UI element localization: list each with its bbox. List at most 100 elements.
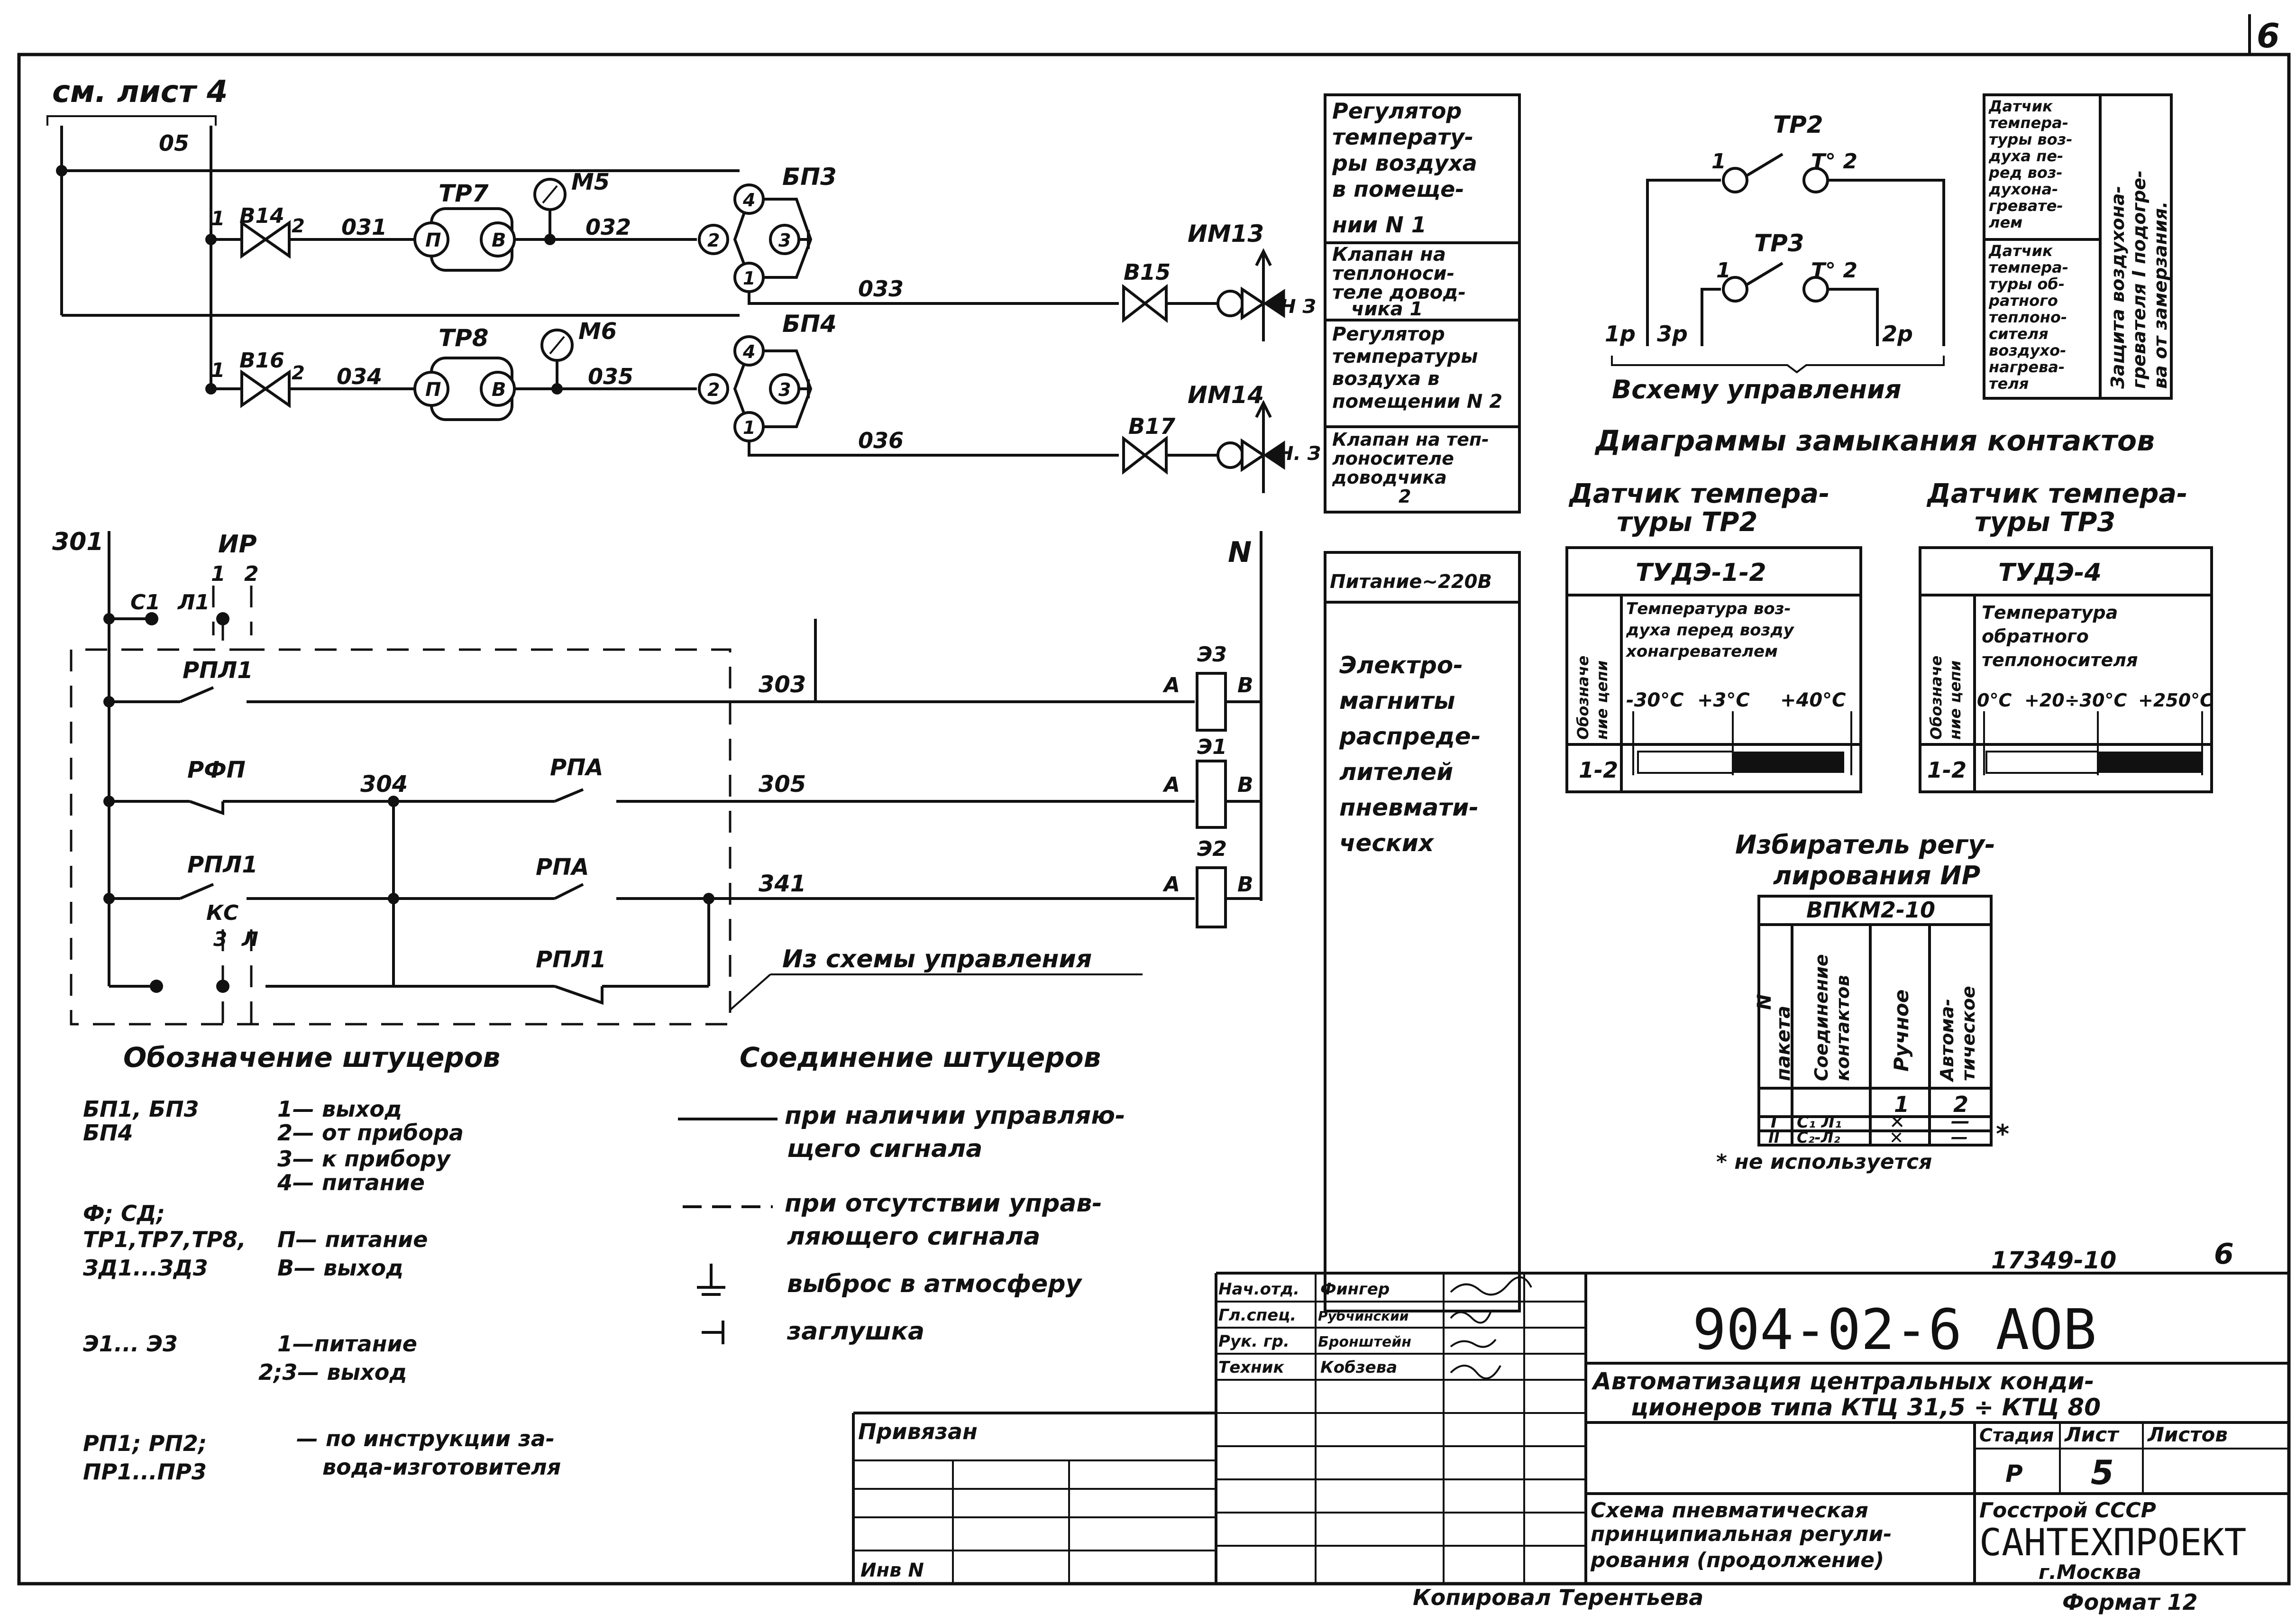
- electrical-diagram: 301 ИР 1 2 N С1 Л1 РПЛ1 303 РФП 304 РПА …: [52, 528, 1262, 1026]
- port-p2: П: [425, 379, 441, 401]
- title-block: 17349-10 6 Привязан Инв N Нач.отд. Финге…: [852, 1238, 2289, 1615]
- power-title: Питание~220В: [1330, 571, 1492, 593]
- sheet-ref: 6: [2257, 17, 2280, 55]
- sheets-h: Листов: [2147, 1423, 2228, 1446]
- rpl1a-label: РПЛ1: [183, 657, 253, 684]
- selector-model: ВПКМ2-10: [1806, 897, 1935, 923]
- wire-303: 303: [759, 671, 806, 698]
- coil-e2: [1196, 866, 1227, 928]
- org1: Госстрой СССР: [1979, 1498, 2156, 1523]
- port-2-label: 2: [292, 215, 305, 237]
- port-1b-label: 1: [211, 358, 225, 382]
- conn-title: Соединение штуцеров: [740, 1041, 1101, 1073]
- sel-note: * не используется: [1716, 1150, 1932, 1174]
- sel-c2: 2: [1953, 1092, 1968, 1117]
- contact-title: Диаграммы замыкания контактов: [1594, 424, 2155, 458]
- im13-nz-label: Н З: [1280, 296, 1316, 318]
- from-control-label: Из схемы управления: [782, 945, 1092, 973]
- t1-bar-open: [1637, 751, 1734, 774]
- t2-bar-closed: [2098, 752, 2202, 773]
- ks-label: КС: [206, 901, 238, 925]
- fit-r10a: РП1; РП2;: [83, 1431, 207, 1456]
- t2-bar-open: [1985, 751, 2099, 774]
- ks-l: Л: [241, 927, 258, 951]
- role3: Рук. гр.: [1218, 1332, 1290, 1351]
- sel-r1-a: —: [1951, 1110, 1970, 1132]
- wire-301: 301: [52, 528, 104, 556]
- t2-model: ТУДЭ-4: [1998, 559, 2102, 587]
- tp2-label: ТР2: [1773, 111, 1823, 138]
- e3-label: Э3: [1197, 642, 1227, 667]
- vent-icon: [697, 1264, 725, 1296]
- port-v: В: [492, 229, 506, 251]
- fittings-title: Обозначение штуцеров: [123, 1041, 500, 1073]
- fit-r11a: ПР1...ПР3: [83, 1459, 207, 1485]
- t1-row: 1-2: [1579, 757, 1618, 783]
- im14-label: ИМ14: [1188, 381, 1264, 409]
- im14-nz-label: Н. З: [1278, 443, 1321, 465]
- tp-2p: 2р: [1882, 321, 1913, 347]
- wire-031: 031: [341, 214, 387, 240]
- fit-r2a: БП4: [83, 1120, 133, 1146]
- stage-h: Стадия: [1979, 1425, 2054, 1446]
- bp3-label: БП3: [782, 163, 837, 191]
- t2-row: 1-2: [1927, 757, 1967, 783]
- m6-label: М6: [578, 318, 617, 345]
- c1-label: С1: [130, 590, 160, 615]
- sheet-h: Лист: [2064, 1423, 2120, 1446]
- legend-connections: Соединение штуцеров при наличии управляю…: [678, 1041, 1125, 1346]
- t1-bar-closed: [1733, 752, 1844, 773]
- doc-num: 17349-10: [1991, 1247, 2116, 1274]
- bp4-port2: 2: [707, 379, 720, 400]
- legend-fittings: Обозначение штуцеров БП1, БП3 1— выход Б…: [82, 1041, 561, 1485]
- conn-solid: при наличии управляю-щего сигнала: [785, 1101, 1125, 1163]
- t1-model: ТУДЭ-1-2: [1636, 559, 1766, 587]
- fit-r5a: Ф; СД;: [83, 1201, 165, 1226]
- sensor2-title: Датчик темпера-туры ТР3: [1926, 478, 2187, 538]
- ks-3: 3: [213, 927, 227, 951]
- e3-a: А: [1162, 673, 1180, 697]
- sheet-val: 5: [2091, 1453, 2114, 1492]
- sel-r1-m: ✕: [1889, 1111, 1905, 1133]
- sel-h2: Соединениеконтактов: [1811, 954, 1853, 1081]
- sel-r2-n: II: [1768, 1129, 1780, 1147]
- bp3-port4: 4: [742, 190, 755, 211]
- bound-label: Привязан: [858, 1419, 978, 1444]
- contact-diagrams: Диаграммы замыкания контактов Датчик тем…: [1565, 424, 2213, 793]
- sel-h1: Nпакета: [1754, 994, 1794, 1081]
- tp2-c1: 1: [1711, 149, 1726, 174]
- name2: Рубчинский: [1318, 1308, 1409, 1324]
- project-title: Автоматизация центральных конди-ционеров…: [1591, 1367, 2101, 1421]
- conn-dashed: при отсутствии управ-ляющего сигнала: [785, 1189, 1102, 1251]
- e2-a: А: [1162, 872, 1180, 897]
- fit-r10b: — по инструкции за-: [296, 1426, 555, 1451]
- conn-vent: выброс в атмосферу: [787, 1270, 1082, 1298]
- sel-r1-n: I: [1771, 1112, 1777, 1132]
- bp4-port3: 3: [778, 379, 791, 400]
- fit-r2b: 2— от прибора: [277, 1120, 464, 1146]
- wire-304: 304: [360, 771, 408, 798]
- coil-e3: [1196, 672, 1227, 732]
- bp3-port2: 2: [707, 230, 720, 251]
- sel-r1-c: С₁ Л₁: [1797, 1113, 1842, 1132]
- neutral-label: N: [1228, 536, 1252, 569]
- e2-b: В: [1237, 872, 1253, 897]
- t1-side: Обозначение цепи: [1574, 656, 1611, 740]
- rfp-label: РФП: [187, 757, 246, 783]
- sheet-frame: [17, 53, 2291, 1586]
- e1-a: А: [1162, 773, 1180, 797]
- e1-label: Э1: [1197, 735, 1227, 759]
- wire-034: 034: [337, 364, 382, 389]
- sel-star: *: [1996, 1119, 2009, 1149]
- ir-pin2: 2: [244, 562, 259, 586]
- sel-r2-a: —: [1951, 1128, 1968, 1147]
- port-p: П: [425, 229, 441, 251]
- role4: Техник: [1218, 1358, 1284, 1377]
